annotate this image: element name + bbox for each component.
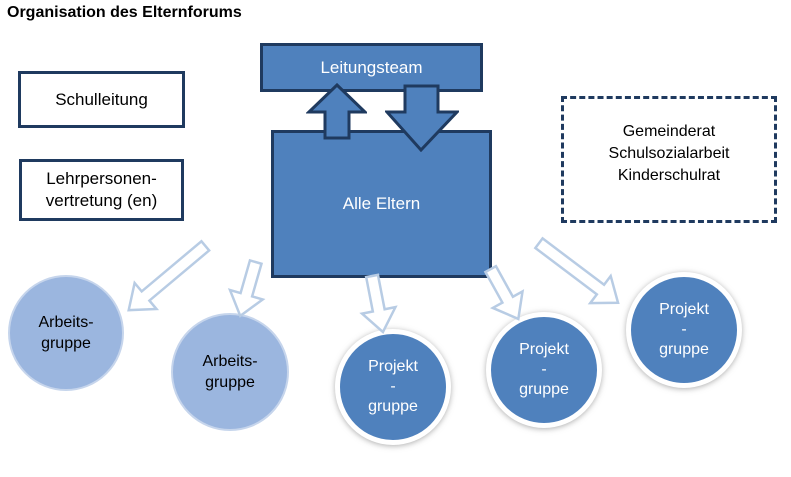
lehrpersonenvertretung-box: Lehrpersonen- vertretung (en) [19, 159, 184, 221]
flow-arrow-4-shape [483, 264, 525, 321]
lehrpersonenvertretung-label: Lehrpersonen- vertretung (en) [45, 169, 158, 210]
flow-arrow-to-projektgruppe-1-icon [359, 273, 398, 334]
projektgruppe-3-label: Projekt - gruppe [659, 301, 709, 358]
schulleitung-box: Schulleitung [18, 71, 185, 128]
down-block-arrow-icon [385, 84, 459, 152]
projektgruppe-1-label: Projekt - gruppe [368, 358, 418, 415]
projektgruppe-circle-1: Projekt - gruppe [335, 329, 451, 445]
leitungsteam-box: Leitungsteam [260, 43, 483, 92]
flow-arrow-to-projektgruppe-3-icon [533, 236, 620, 305]
projektgruppe-circle-3: Projekt - gruppe [626, 272, 742, 388]
flow-arrow-1-shape [127, 239, 211, 312]
externe-gremien-box: Gemeinderat Schulsozialarbeit Kinderschu… [561, 96, 777, 223]
projektgruppe-2-label: Projekt - gruppe [519, 341, 569, 398]
up-block-arrow-icon [306, 83, 367, 140]
alle-eltern-box: Alle Eltern [271, 130, 492, 278]
externe-gremien-label: Gemeinderat Schulsozialarbeit Kinderschu… [608, 123, 730, 184]
up-block-arrow-shape [306, 83, 367, 140]
flow-arrow-to-arbeitsgruppe-2-icon [227, 258, 266, 318]
flow-arrow-to-projektgruppe-2-icon [483, 264, 525, 321]
arbeitsgruppe-circle-1: Arbeits- gruppe [8, 275, 124, 391]
arbeitsgruppe-1-label: Arbeits- gruppe [38, 314, 94, 352]
alle-eltern-label: Alle Eltern [342, 194, 421, 213]
flow-arrow-2-shape [227, 258, 266, 318]
projektgruppe-circle-2: Projekt - gruppe [486, 312, 602, 428]
page-title: Organisation des Elternforums [7, 4, 242, 21]
arbeitsgruppe-2-label: Arbeits- gruppe [202, 353, 258, 391]
flow-arrow-3-shape [359, 273, 398, 334]
flow-arrow-to-arbeitsgruppe-1-icon [127, 239, 211, 312]
flow-arrow-5-shape [533, 236, 620, 305]
schulleitung-label: Schulleitung [55, 89, 148, 109]
down-block-arrow-shape [385, 84, 459, 152]
arbeitsgruppe-circle-2: Arbeits- gruppe [171, 313, 289, 431]
leitungsteam-label: Leitungsteam [320, 57, 423, 77]
